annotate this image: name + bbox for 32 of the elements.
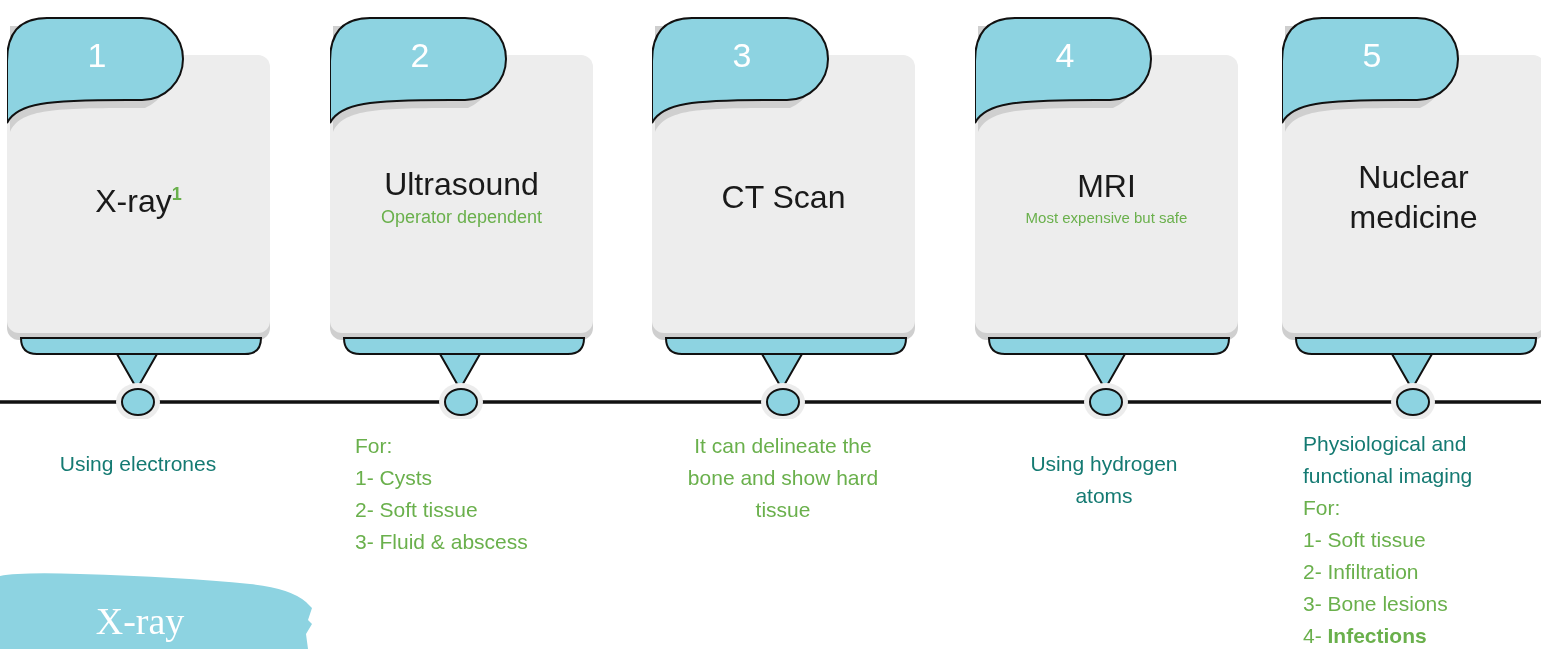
- step-number: 5: [1361, 35, 1383, 75]
- description-text: 2- Soft tissue: [355, 497, 479, 523]
- description-text: 1- Soft tissue: [1303, 527, 1427, 553]
- card-title: MRI: [1076, 166, 1137, 206]
- timeline-card: [7, 17, 272, 419]
- description-text: 2- Infiltration: [1303, 559, 1420, 585]
- card-title: Ultrasound: [383, 165, 540, 204]
- description-text: It can delineate the bone and show hard tissue: [686, 433, 880, 523]
- description-text: For:: [355, 433, 394, 459]
- timeline-card: [975, 17, 1240, 419]
- card-title: Nuclear medicine: [1348, 158, 1479, 237]
- card-title: X-ray$^{1}$: [94, 181, 183, 221]
- card-subtitle: Most expensive but safe: [1025, 207, 1188, 228]
- timeline-card: [1282, 17, 1541, 419]
- description-text: Using electrones: [58, 451, 218, 477]
- timeline-card: [652, 17, 917, 419]
- description-text: 3- Fluid & abscess: [355, 529, 529, 555]
- description-text: 4- Infections: [1303, 623, 1428, 649]
- banner-title: X-ray: [94, 599, 186, 644]
- description-text: For:: [1303, 495, 1342, 521]
- card-subtitle: Operator dependent: [380, 206, 543, 229]
- brush-stroke-banner: [0, 572, 314, 649]
- description-text: Using hydrogen atoms: [1029, 451, 1179, 509]
- description-text: Physiological and functional imaging: [1303, 431, 1474, 489]
- step-number: 1: [86, 35, 108, 75]
- description-text: 1- Cysts: [355, 465, 433, 491]
- description-text: 3- Bone lesions: [1303, 591, 1449, 617]
- step-number: 2: [409, 35, 431, 75]
- step-number: 4: [1054, 35, 1076, 75]
- step-number: 3: [731, 35, 753, 75]
- timeline-card: [330, 17, 595, 419]
- card-title: CT Scan: [720, 178, 847, 217]
